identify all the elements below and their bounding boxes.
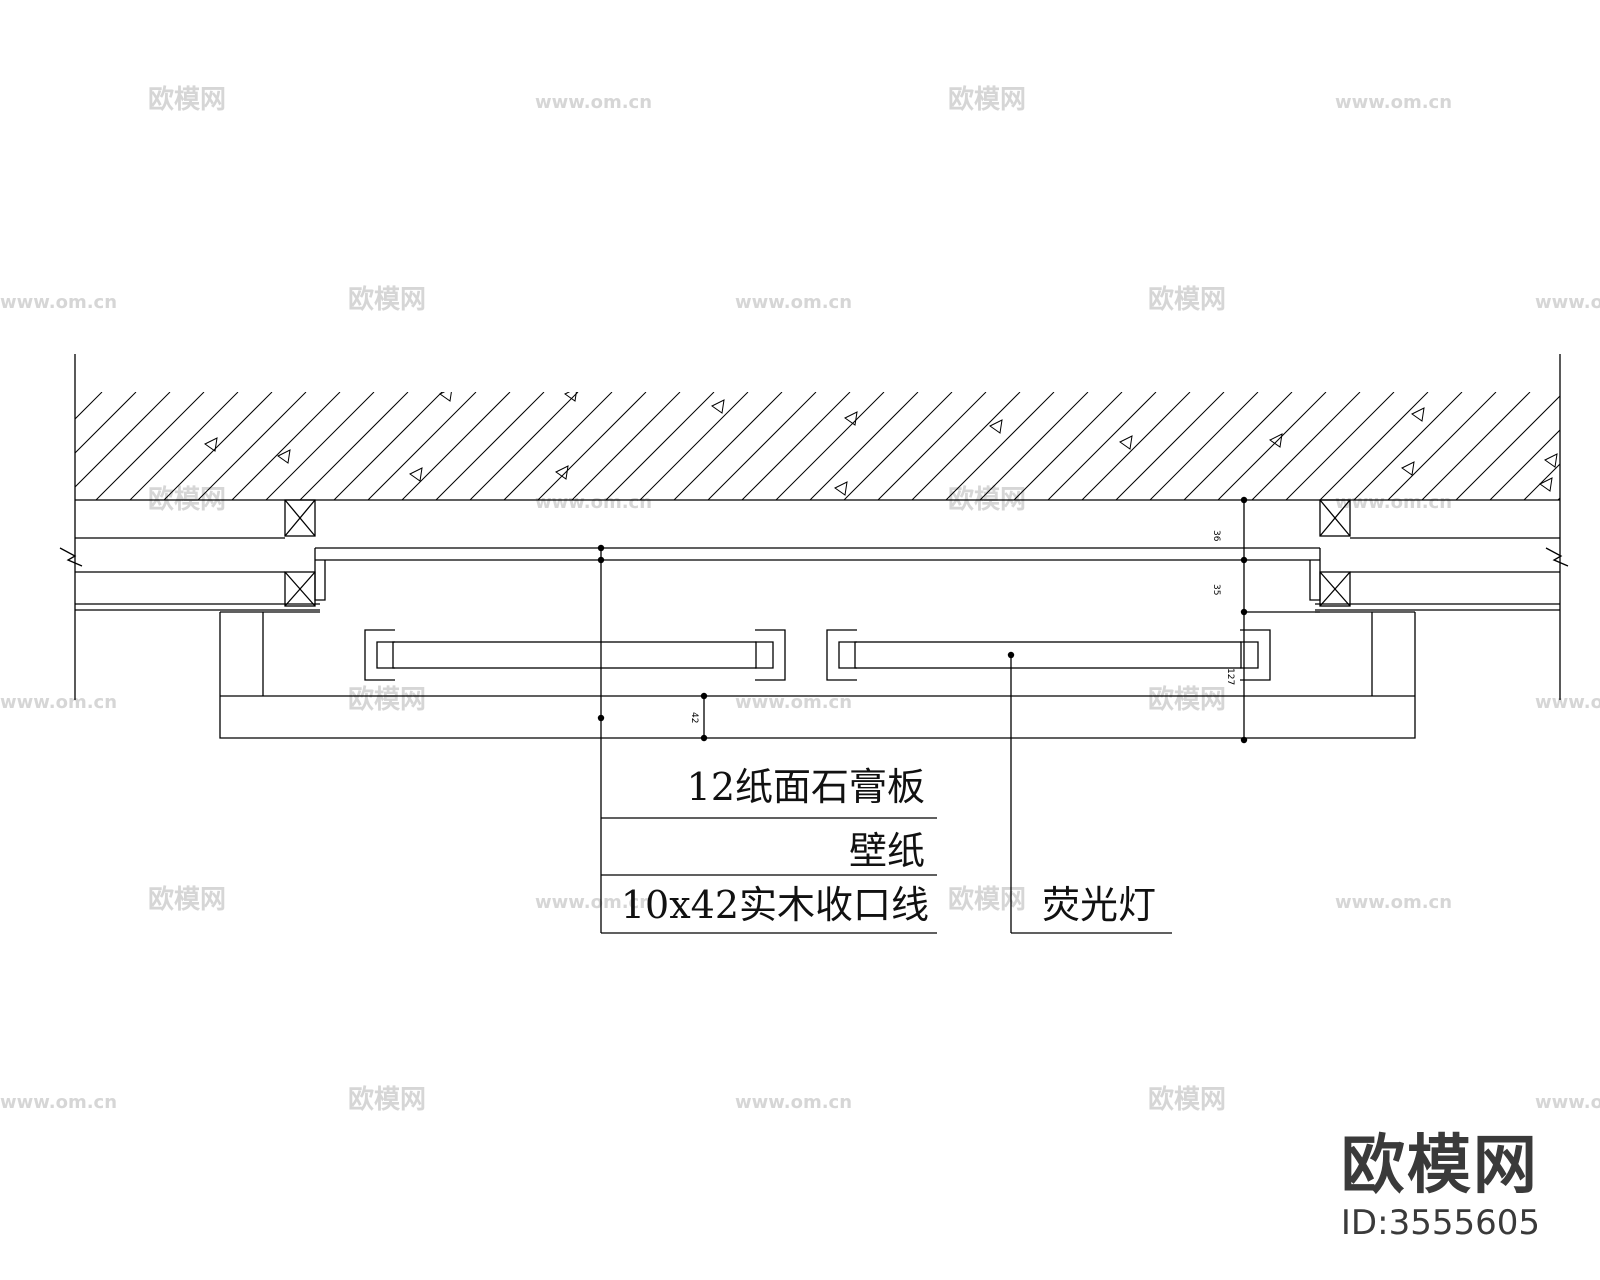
watermark-url: www.om.cn — [1535, 692, 1600, 713]
watermark-url: www.om.cn — [535, 92, 652, 113]
left-wall-layers — [59, 537, 320, 611]
watermark-logo: 欧模网 — [148, 84, 226, 115]
material-leader — [597, 544, 937, 934]
watermark-logo: 欧模网 — [1148, 284, 1226, 315]
watermark-logo: 欧模网 — [348, 284, 426, 315]
watermark-logo: 欧模网 — [348, 684, 426, 715]
watermark-url: www.om.cn — [1535, 292, 1600, 313]
watermark-url: www.om.cn — [0, 1092, 117, 1113]
dimension-chain: 36 35 127 — [1211, 496, 1320, 744]
label-wood-trim: 10x42实木收口线 — [621, 883, 929, 927]
dimension-35: 35 — [1211, 584, 1221, 595]
dimension-127: 127 — [1225, 668, 1235, 685]
watermark-url: www.om.cn — [0, 292, 117, 313]
watermark-url: www.om.cn — [535, 492, 652, 513]
label-gypsum-board: 12纸面石膏板 — [687, 765, 925, 809]
brand-logo: 欧模网 — [1340, 1129, 1539, 1203]
soffit-frame — [219, 611, 1416, 739]
dimension-36: 36 — [1211, 530, 1221, 542]
watermark-logo: 欧模网 — [948, 84, 1026, 115]
label-fluorescent-lamp: 荧光灯 — [1042, 883, 1156, 927]
lamp-leader — [1007, 651, 1172, 934]
watermark-logo: 欧模网 — [348, 1084, 426, 1115]
concrete-slab — [75, 392, 1560, 501]
right-wall-layers — [1315, 537, 1569, 611]
watermark-url: www.om.cn — [735, 692, 852, 713]
brand-id: ID:3555605 — [1340, 1203, 1540, 1243]
watermark-url: www.om.cn — [735, 292, 852, 313]
watermark-url: www.om.cn — [535, 892, 652, 913]
fluorescent-lamp-left — [364, 629, 786, 681]
timber-blocks — [284, 499, 1351, 607]
label-wallpaper: 壁纸 — [849, 829, 925, 873]
watermark-url: www.om.cn — [1335, 892, 1452, 913]
brand-mark: 欧模网 ID:3555605 — [1341, 1134, 1540, 1240]
ceiling-boards — [314, 547, 1321, 601]
fluorescent-lamp-right — [826, 629, 1271, 681]
dimension-42-group: 42 — [689, 692, 708, 742]
watermark-logo: 欧模网 — [948, 884, 1026, 915]
watermark-url: www.om.cn — [1535, 1092, 1600, 1113]
watermark-url: www.om.cn — [735, 1092, 852, 1113]
side-walls — [74, 354, 1561, 700]
watermark-url: www.om.cn — [1335, 92, 1452, 113]
watermark-logo: 欧模网 — [148, 884, 226, 915]
watermark-layer: 欧模网 www.om.cn 欧模网 www.om.cn www.om.cn 欧模网 www.… — [0, 84, 1600, 1115]
watermark-url: www.om.cn — [0, 692, 117, 713]
watermark-url: www.om.cn — [1335, 492, 1452, 513]
watermark-logo: 欧模网 — [1148, 684, 1226, 715]
watermark-logo: 欧模网 — [1148, 1084, 1226, 1115]
dimension-42: 42 — [689, 712, 699, 723]
